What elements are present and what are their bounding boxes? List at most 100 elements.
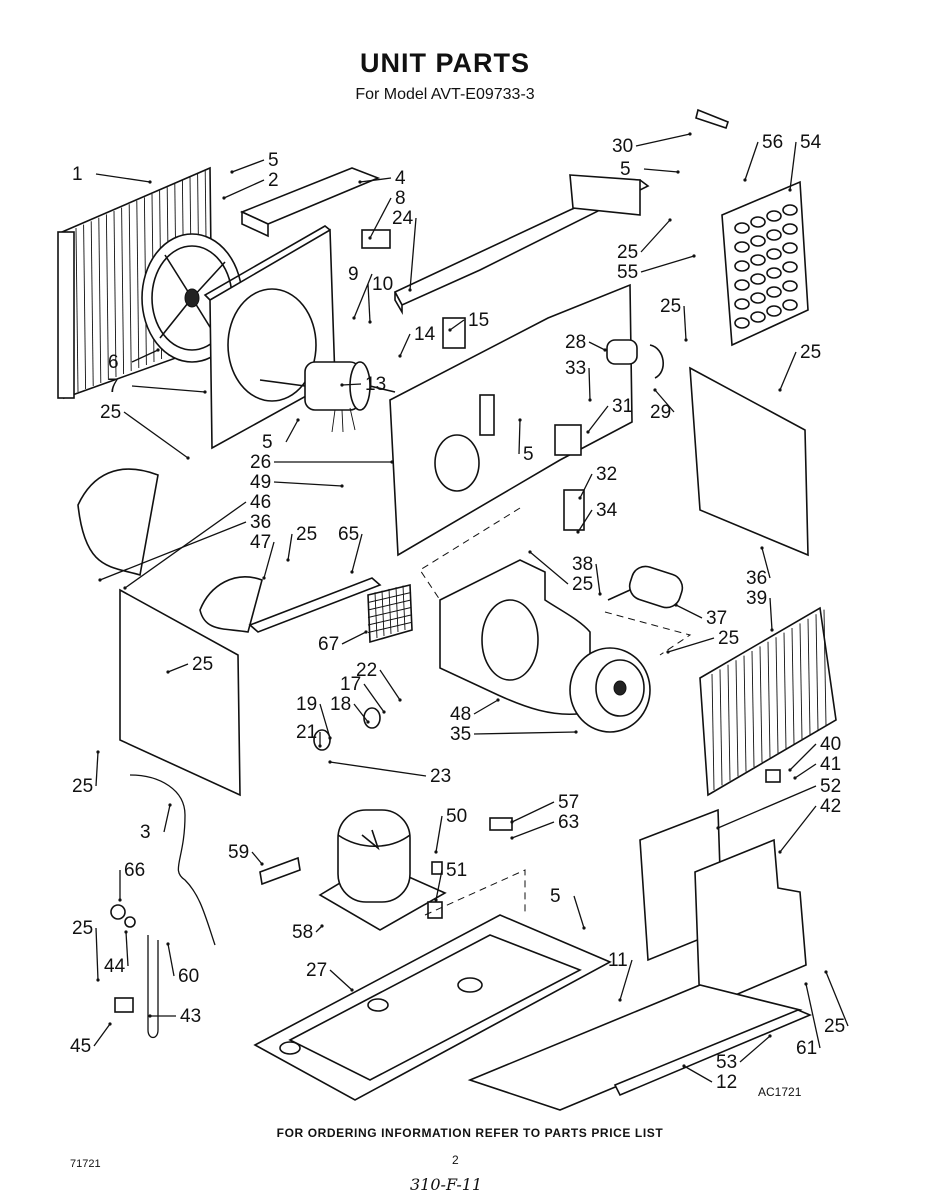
leader-line [579,473,593,499]
callout-37: 37 [706,608,727,629]
callout-25: 25 [718,628,739,649]
leader-line [95,927,99,981]
callout-25: 25 [800,342,821,363]
leader-arrow [582,926,586,930]
leader-arrow [262,576,266,580]
leader-arrow [328,760,332,764]
grille [367,583,413,644]
callout-25: 25 [824,1016,845,1037]
leader-arrow [518,418,522,422]
callout-2: 2 [268,170,279,191]
leader-line [379,669,401,701]
leader-arrow [770,628,774,632]
handwritten-note: 310-F-11 [410,1175,483,1194]
callout-58: 58 [292,922,313,943]
leader-line [675,604,703,619]
leader-arrow [574,730,578,734]
callout-65: 65 [338,524,359,545]
leader-arrow [260,862,264,866]
leader-arrow [682,1064,686,1068]
blower-motor [607,565,684,609]
callout-40: 40 [820,734,841,755]
callout-34: 34 [596,500,618,521]
leader-line [779,351,797,391]
leader-arrow [366,720,370,724]
air-deflector [77,468,159,577]
compressor [318,809,447,931]
switch [563,489,585,531]
callout-1: 1 [72,164,83,185]
leader-arrow [408,288,412,292]
leader-arrow [743,178,747,182]
callout-11: 11 [608,950,628,971]
leader-arrow [688,132,692,136]
leader-line [95,173,151,183]
leader-line [251,851,263,865]
leader-line [643,168,679,173]
leader-arrow [692,254,696,258]
leader-arrow [156,348,160,352]
alignment-line [424,869,526,916]
capacitor [606,339,664,379]
leader-arrow [148,180,152,184]
leader-arrow [676,170,680,174]
leader-arrow [230,170,234,174]
callout-13: 13 [365,374,386,395]
leader-line [285,419,299,443]
leader-arrow [124,930,128,934]
callout-5: 5 [523,444,534,465]
leader-arrow [496,698,500,702]
leader-line [287,533,293,561]
leader-arrow [123,586,127,590]
page-title: UNIT PARTS [360,48,530,78]
callout-36: 36 [746,568,767,589]
leader-line [779,805,817,853]
evaporator-coil [721,180,809,347]
callout-30: 30 [612,136,633,157]
leader-arrow [598,592,602,596]
leader-line [167,663,189,673]
callout-12: 12 [716,1072,737,1093]
thermostat-bulb [695,108,729,130]
callout-50: 50 [446,806,467,827]
callout-5: 5 [550,886,561,907]
leader-line [635,133,691,147]
power-cord [147,935,159,1039]
callout-32: 32 [596,464,617,485]
leader-line [654,389,675,413]
callout-54: 54 [800,132,822,153]
callout-7: 7 [108,376,119,397]
leader-line [435,869,443,901]
leader-line [163,804,171,833]
leader-line [667,637,715,653]
callout-5: 5 [620,159,631,180]
bushing [313,729,331,751]
leader-line [93,1023,111,1047]
ordering-note: FOR ORDERING INFORMATION REFER TO PARTS … [276,1126,664,1140]
page-code: 71721 [70,1158,101,1170]
callout-25: 25 [617,242,638,263]
leader-arrow [788,188,792,192]
leader-arrow [118,898,122,902]
callout-55: 55 [617,262,638,283]
front-panel [694,838,807,1012]
callout-46: 46 [250,492,271,513]
callout-6: 6 [108,352,119,373]
leader-line [131,385,206,393]
callout-31: 31 [612,396,633,417]
leader-arrow [98,578,102,582]
callout-45: 45 [70,1036,91,1057]
leader-arrow [168,803,172,807]
callout-26: 26 [250,452,271,473]
leader-arrow [618,998,622,1002]
top-bracket [239,167,381,225]
callout-43: 43 [180,1006,201,1027]
leader-arrow [434,898,438,902]
leader-line [683,1065,713,1083]
callout-17: 17 [340,674,361,695]
leader-line [789,743,817,771]
callout-47: 47 [250,532,271,553]
leader-arrow [350,570,354,574]
base-pan [253,914,612,1101]
page-number: 2 [452,1153,459,1167]
